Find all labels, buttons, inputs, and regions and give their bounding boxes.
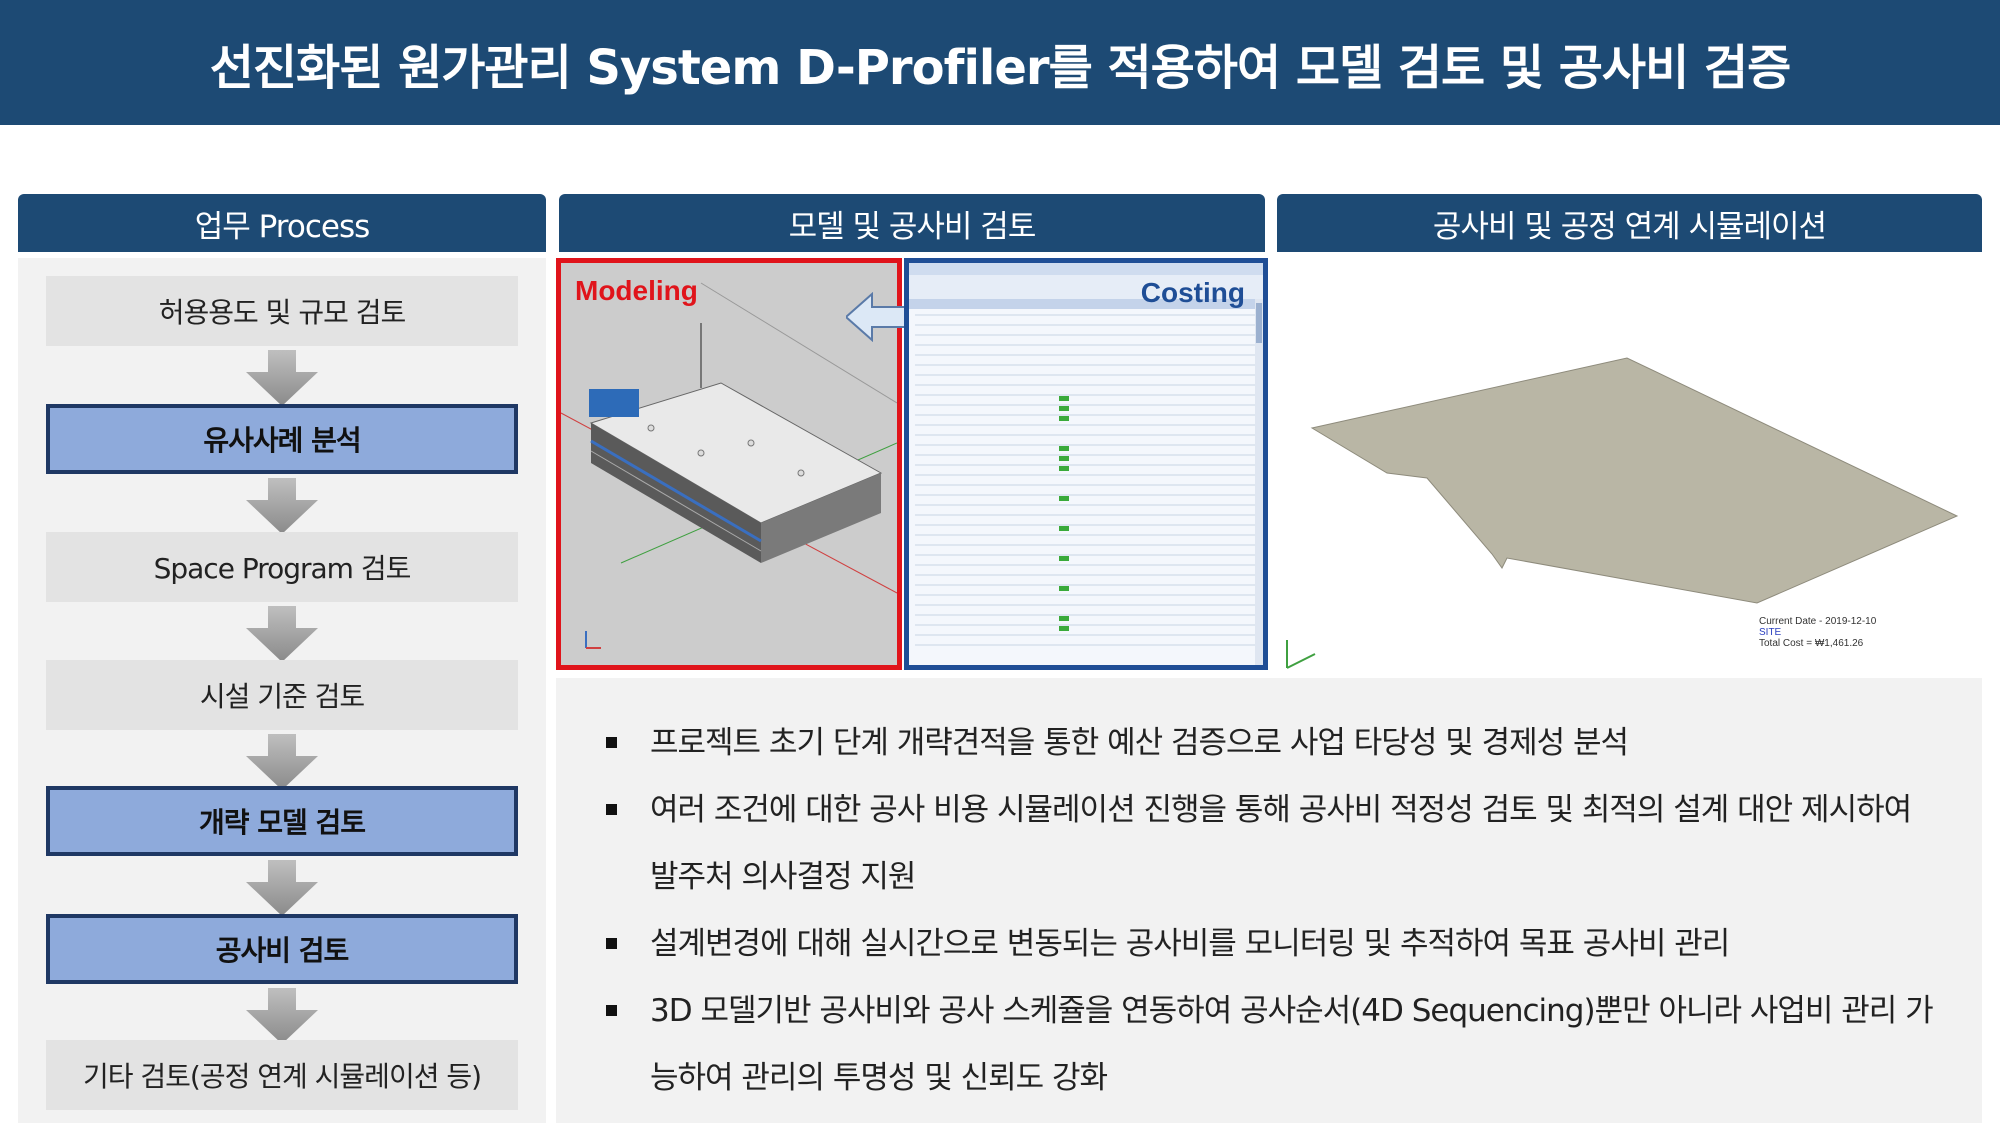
modeling-screenshot: Modeling: [556, 258, 902, 670]
panel-header-process: 업무 Process: [18, 194, 546, 252]
bullet-text: 설계변경에 대해 실시간으로 변동되는 공사비를 모니터링 및 추적하여 목표 …: [650, 926, 1730, 962]
bullet-icon: [606, 737, 617, 748]
current-date-text: Current Date - 2019-12-10: [1759, 616, 1877, 627]
down-arrow-icon: [246, 478, 318, 534]
page-title: 선진화된 원가관리 System D-Profiler를 적용하여 모델 검토 …: [209, 39, 1792, 96]
list-item: 프로젝트 초기 단계 개략견적을 통한 예산 검증으로 사업 타당성 및 경제성…: [606, 710, 1946, 777]
bullet-icon: [606, 1005, 617, 1016]
bullet-icon: [606, 804, 617, 815]
double-arrow-icon: [846, 292, 954, 342]
down-arrow-icon: [246, 606, 318, 662]
title-bar: 선진화된 원가관리 System D-Profiler를 적용하여 모델 검토 …: [0, 0, 2000, 125]
process-step-4: 시설 기준 검토: [46, 660, 518, 730]
down-arrow-icon: [246, 350, 318, 406]
site-plan-image: [1286, 357, 1959, 669]
building-model-image: [561, 263, 897, 665]
costing-screenshot: Costing: [904, 258, 1268, 670]
simulation-info: Current Date - 2019-12-10 SITE Total Cos…: [1759, 616, 1876, 649]
down-arrow-icon: [246, 734, 318, 790]
total-cost-text: Total Cost = ₩1,461.26: [1759, 638, 1864, 649]
bullet-text: 프로젝트 초기 단계 개략견적을 통한 예산 검증으로 사업 타당성 및 경제성…: [650, 725, 1629, 761]
process-step-6: 공사비 검토: [46, 914, 518, 984]
down-arrow-icon: [246, 860, 318, 916]
summary-panel: 프로젝트 초기 단계 개략견적을 통한 예산 검증으로 사업 타당성 및 경제성…: [556, 678, 1982, 1123]
costing-table-image: [909, 263, 1263, 665]
process-step-7: 기타 검토(공정 연계 시뮬레이션 등): [46, 1040, 518, 1110]
panel-header-model-review: 모델 및 공사비 검토: [559, 194, 1265, 252]
process-step-2: 유사사례 분석: [46, 404, 518, 474]
process-step-3: Space Program 검토: [46, 532, 518, 602]
list-item: 여러 조건에 대한 공사 비용 시뮬레이션 진행을 통해 공사비 적정성 검토 …: [606, 777, 1946, 911]
down-arrow-icon: [246, 988, 318, 1044]
summary-list: 프로젝트 초기 단계 개략견적을 통한 예산 검증으로 사업 타당성 및 경제성…: [606, 710, 1946, 1112]
list-item: 3D 모델기반 공사비와 공사 스케쥴을 연동하여 공사순서(4D Sequen…: [606, 978, 1946, 1112]
modeling-label: Modeling: [575, 275, 698, 306]
process-step-1: 허용용도 및 규모 검토: [46, 276, 518, 346]
simulation-screenshot: Current Date - 2019-12-10 SITE Total Cos…: [1277, 258, 1982, 670]
bullet-text: 3D 모델기반 공사비와 공사 스케쥴을 연동하여 공사순서(4D Sequen…: [650, 993, 1934, 1096]
bullet-icon: [606, 938, 617, 949]
list-item: 설계변경에 대해 실시간으로 변동되는 공사비를 모니터링 및 추적하여 목표 …: [606, 911, 1946, 978]
panel-header-simulation: 공사비 및 공정 연계 시뮬레이션: [1277, 194, 1982, 252]
costing-label: Costing: [1140, 277, 1245, 308]
process-step-5: 개략 모델 검토: [46, 786, 518, 856]
bullet-text: 여러 조건에 대한 공사 비용 시뮬레이션 진행을 통해 공사비 적정성 검토 …: [650, 792, 1912, 895]
site-text: SITE: [1759, 627, 1782, 638]
